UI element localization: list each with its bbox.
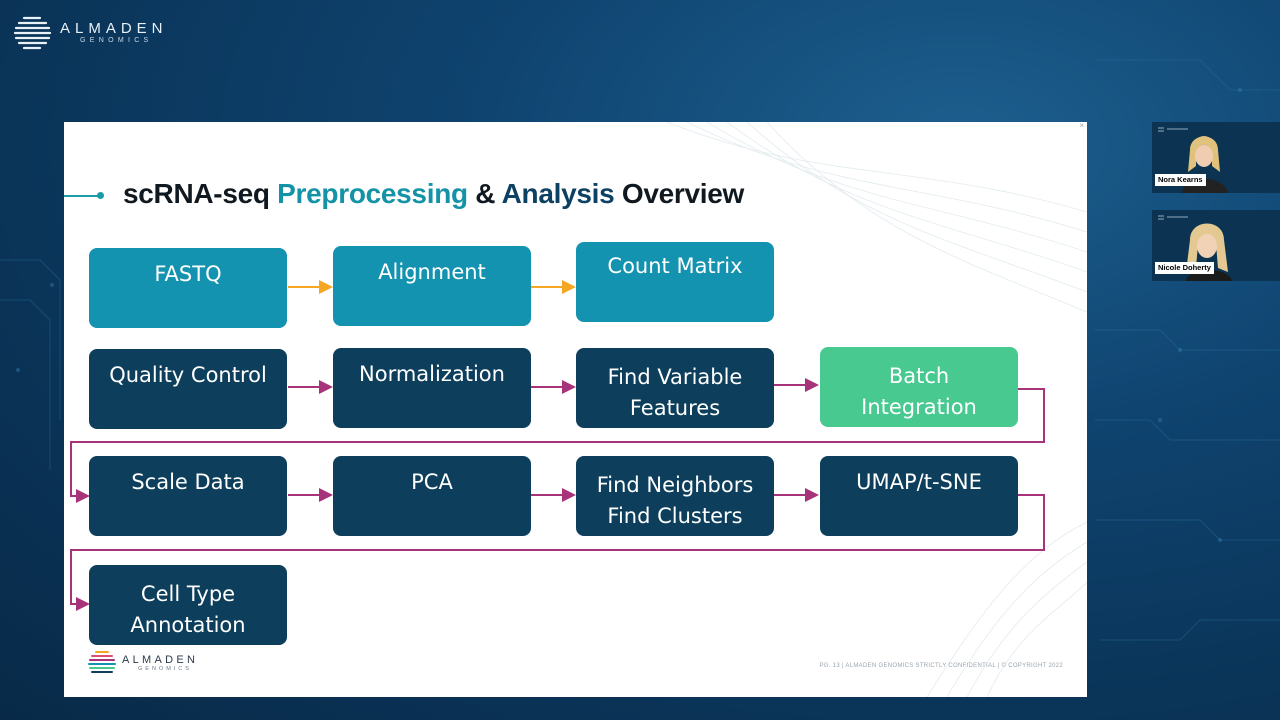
step-find-neighbors-label: Find Neighbors [596,473,754,497]
participant-tile-nora[interactable]: Nora Kearns [1152,122,1280,193]
title-part-scrnaseq: scRNA-seq [123,178,278,209]
slide-footer-logo: ALMADEN GENOMICS [88,649,198,677]
step-batch-integration: Batch Integration [820,347,1018,427]
footer-brand-name: ALMADEN [122,654,199,666]
step-alignment: Alignment [333,246,531,326]
title-accent-dot [97,192,104,199]
step-find-clusters-label: Find Clusters [607,504,743,528]
step-batch-label-2: Integration [861,395,977,419]
step-quality-control: Quality Control [89,349,287,429]
step-count-matrix-label: Count Matrix [607,254,743,278]
brand-name: ALMADEN [60,20,168,37]
step-cell-type-label-1: Cell Type [140,582,236,606]
step-fastq-label: FASTQ [154,262,222,286]
presentation-slide: scRNA-seq Preprocessing & Analysis Overv… [64,122,1087,697]
step-scale-data-label: Scale Data [131,470,245,494]
participant-video-nicole [1152,210,1280,281]
step-pca: PCA [333,456,531,536]
step-normalization: Normalization [333,348,531,428]
step-find-variable-label-2: Features [629,396,721,420]
tile-brand-icon [1158,127,1188,132]
title-part-analysis: Analysis [501,178,615,209]
step-umap-label: UMAP/t-SNE [856,470,982,494]
title-part-overview: Overview [614,178,745,209]
step-find-neighbors-clusters: Find Neighbors Find Clusters [576,456,774,536]
slide-corner-marker-icon: × [1079,122,1084,130]
participant-tile-nicole[interactable]: Nicole Doherty [1152,210,1280,281]
step-cell-type-annotation: Cell Type Annotation [89,565,287,645]
step-find-variable-label-1: Find Variable [607,365,743,389]
step-normalization-label: Normalization [359,362,505,386]
step-batch-label-1: Batch [888,364,950,388]
brand-logo: ALMADEN GENOMICS [14,14,168,52]
step-count-matrix: Count Matrix [576,242,774,322]
almaden-color-logo-icon [88,651,116,673]
title-accent-line [64,195,102,197]
step-scale-data: Scale Data [89,456,287,536]
title-part-ampersand: & [467,178,502,209]
footer-brand-subtitle: GENOMICS [138,666,192,672]
slide-footer-confidential: PG. 13 | ALMADEN GENOMICS STRICTLY CONFI… [819,663,1063,669]
brand-subtitle: GENOMICS [80,37,153,44]
step-alignment-label: Alignment [378,260,486,284]
tile-brand-icon [1158,215,1188,220]
step-fastq: FASTQ [89,248,287,328]
participant-name-tag: Nora Kearns [1155,174,1206,186]
step-umap-tsne: UMAP/t-SNE [820,456,1018,536]
title-part-preprocessing: Preprocessing [277,178,468,209]
step-cell-type-label-2: Annotation [130,613,246,637]
step-quality-control-label: Quality Control [109,363,267,387]
slide-title: scRNA-seq Preprocessing & Analysis Overv… [123,178,744,210]
almaden-logo-icon [14,16,52,50]
step-pca-label: PCA [411,470,453,494]
participant-name-tag: Nicole Doherty [1155,262,1214,274]
step-find-variable-features: Find Variable Features [576,348,774,428]
